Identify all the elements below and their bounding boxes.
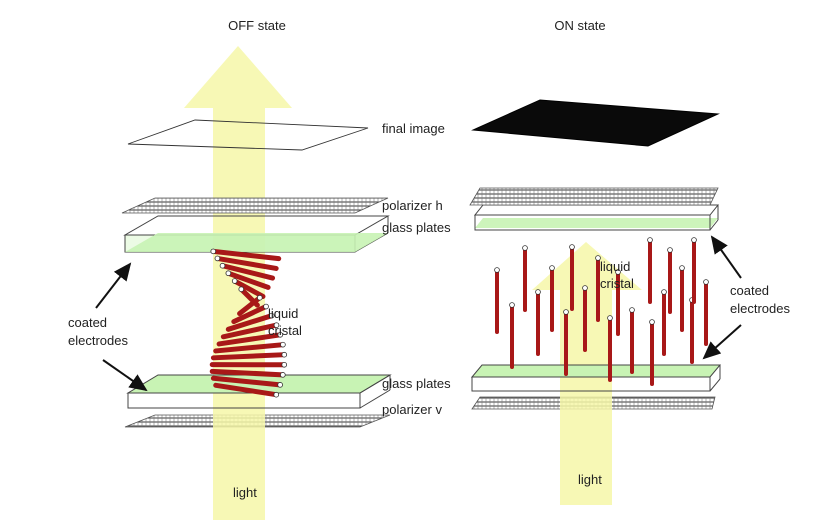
liquid-crystal-rod-end	[535, 289, 541, 295]
polarizer-h-left	[121, 197, 389, 214]
liquid-crystal-rod	[214, 255, 279, 271]
liquid-crystal-rod	[210, 375, 283, 388]
liquid-crystal-rod-end	[667, 247, 673, 253]
final-image-left	[127, 119, 369, 151]
liquid-crystal-rod-end	[280, 372, 286, 378]
liquid-crystal-rod-end	[494, 267, 500, 273]
liquid-crystal-rod-end	[214, 255, 221, 262]
glass-plate-top-right	[473, 204, 720, 231]
liquid-crystal-rod	[225, 313, 275, 332]
final-image-right	[471, 99, 720, 147]
liquid-crystal-rod-end	[238, 286, 245, 293]
liquid-crystal-rod-end	[263, 303, 269, 310]
liquid-crystal-rod	[232, 278, 266, 299]
glass-plate-top-left	[123, 215, 390, 253]
liquid-crystal-twisted	[209, 248, 288, 398]
liquid-crystal-rod-end	[281, 361, 288, 368]
liquid-crystal-rod-end	[679, 265, 685, 271]
liquid-crystal-rod	[231, 304, 269, 325]
liquid-crystal-rod-end	[210, 248, 217, 255]
liquid-crystal-rod-end	[569, 244, 575, 250]
arrow-right-bottom	[702, 324, 742, 360]
liquid-crystal-rod-end	[273, 322, 280, 328]
label-cristal-right: cristal	[600, 276, 634, 291]
title-off-state: OFF state	[228, 18, 286, 33]
label-coated-right: coated	[730, 283, 769, 298]
labels: OFF state ON state final image polarizer…	[68, 18, 790, 500]
liquid-crystal-rod	[210, 352, 287, 361]
liquid-crystal-rod	[213, 342, 286, 354]
arrow-left-bottom	[102, 359, 148, 392]
liquid-crystal-rod-end	[219, 262, 226, 269]
label-cristal-left: cristal	[268, 323, 302, 338]
label-liquid-left: liquid	[268, 306, 298, 321]
liquid-crystal-rod	[210, 248, 282, 262]
liquid-crystal-rod-end	[277, 332, 284, 338]
arrow-right-top	[710, 235, 742, 279]
liquid-crystal-rod-end	[273, 391, 280, 398]
label-light-left: light	[233, 485, 257, 500]
liquid-crystal-rod	[225, 270, 271, 290]
label-polarizer-v: polarizer v	[382, 402, 442, 417]
liquid-crystal-rod-end	[277, 382, 283, 388]
label-coated-left: coated	[68, 315, 107, 330]
liquid-crystal-rod-end	[615, 269, 621, 275]
electrode-arrows	[95, 235, 742, 392]
liquid-crystal-rod-end	[509, 302, 515, 308]
label-electrodes-right: electrodes	[730, 301, 790, 316]
liquid-crystal-rod-end	[231, 278, 238, 284]
label-final-image: final image	[382, 121, 445, 136]
liquid-crystal-rod	[220, 322, 280, 340]
glass-plate-bottom-right	[470, 364, 722, 392]
on-state-stack	[469, 99, 722, 505]
liquid-crystal-rod	[209, 368, 286, 378]
liquid-crystal-rod-end	[595, 255, 601, 261]
liquid-crystal-rod	[213, 382, 279, 398]
liquid-crystal-aligned	[494, 237, 709, 386]
label-polarizer-h: polarizer h	[382, 198, 443, 213]
liquid-crystal-rod-end	[549, 265, 555, 271]
liquid-crystal-rod-end	[661, 289, 667, 295]
liquid-crystal-rod-end	[280, 341, 286, 348]
title-on-state: ON state	[554, 18, 605, 33]
liquid-crystal-rod-end	[257, 294, 263, 301]
liquid-crystal-rod-end	[225, 270, 232, 277]
label-electrodes-left: electrodes	[68, 333, 128, 348]
liquid-crystal-rod-end	[563, 309, 569, 315]
liquid-crystal-rod-end	[703, 279, 709, 285]
liquid-crystal-rod-end	[582, 285, 588, 291]
label-glass-plates-bottom: glass plates	[382, 376, 451, 391]
liquid-crystal-rod-end	[281, 351, 288, 358]
label-light-right: light	[578, 472, 602, 487]
label-glass-plates-top: glass plates	[382, 220, 451, 235]
liquid-crystal-rod-end	[629, 307, 635, 313]
liquid-crystal-rod-end	[647, 237, 653, 243]
liquid-crystal-rod	[216, 332, 283, 347]
liquid-crystal-rod	[237, 295, 263, 317]
liquid-crystal-rod-end	[607, 315, 613, 321]
liquid-crystal-rod-end	[268, 312, 275, 319]
off-state-stack	[121, 46, 392, 520]
liquid-crystal-rod-end	[522, 245, 528, 251]
liquid-crystal-rod	[219, 263, 276, 281]
arrow-left-top	[95, 262, 132, 309]
liquid-crystal-rod-end	[691, 237, 697, 243]
label-liquid-right: liquid	[600, 259, 630, 274]
liquid-crystal-rod-end	[649, 319, 655, 325]
polarizer-h-right	[469, 187, 719, 206]
